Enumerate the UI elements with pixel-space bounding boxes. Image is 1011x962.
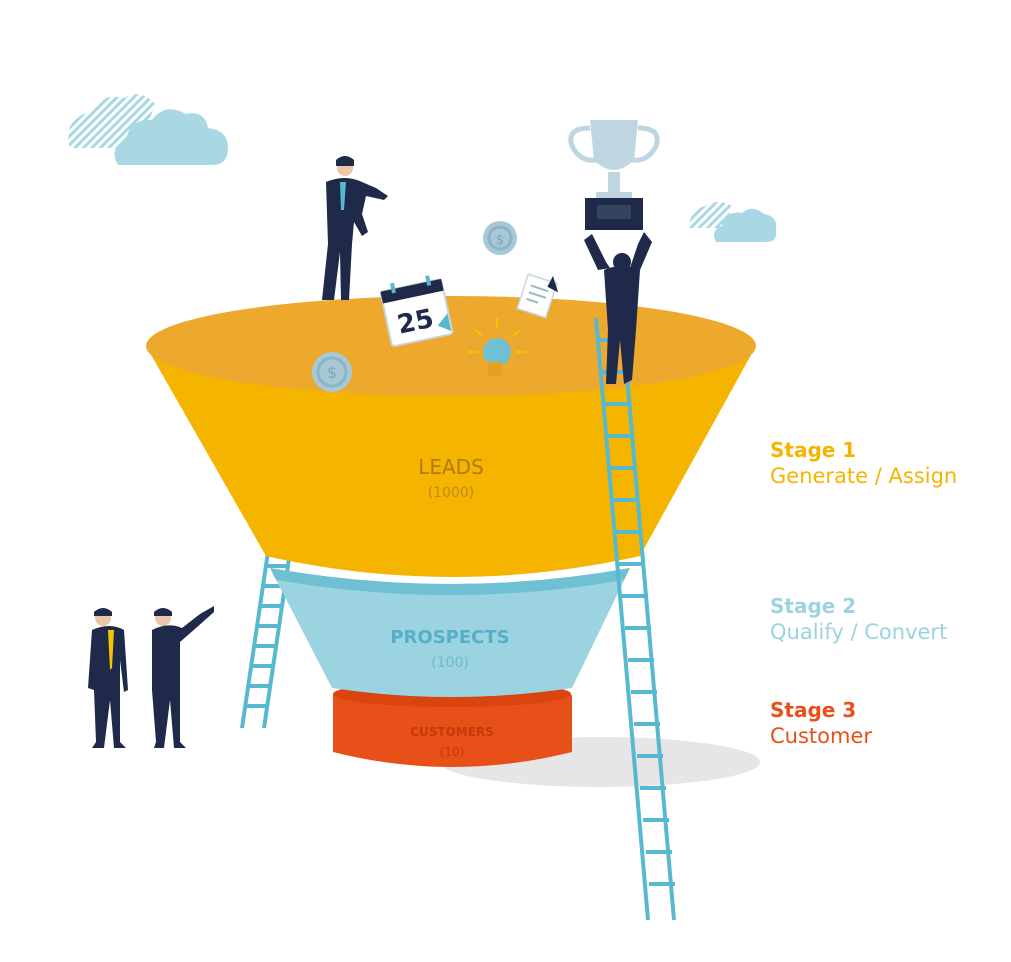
lightbulb-icon [468,318,526,376]
stage-1-title: Stage 1 [770,438,857,462]
stage-1-subtitle: Generate / Assign [770,464,958,488]
stage-2-title: Stage 2 [770,594,857,618]
stage-1-legend: Stage 1 Generate / Assign [770,438,957,489]
prospects-count: (100) [431,655,469,671]
calendar-icon: 25 [380,275,454,348]
businessman-icon [584,232,652,384]
customers-label: CUSTOMERS [410,725,494,739]
cloud-icon [68,94,228,165]
leads-count: (1000) [428,485,475,501]
coin-icon: $ [483,221,517,255]
stage-2-subtitle: Qualify / Convert [770,620,948,644]
svg-text:$: $ [496,233,504,248]
trophy-icon [568,120,660,230]
coin-icon: $ [312,352,352,392]
customers-count: (10) [440,745,465,759]
prospects-label: PROSPECTS [390,627,509,648]
stage-3-title: Stage 3 [770,698,857,722]
stage-2-legend: Stage 2 Qualify / Convert [770,594,947,645]
calendar-day: 25 [395,304,437,341]
ladder-icon [594,317,676,921]
businessman-icon [322,156,388,300]
funnel-tier-prospects: PROSPECTS (100) [270,568,630,697]
businessman-icon [152,606,214,748]
svg-text:$: $ [327,363,337,382]
funnel-tier-leads: LEADS (1000) [146,296,756,577]
ladder-icon [240,551,292,729]
stage-3-subtitle: Customer [770,724,873,748]
document-icon [516,273,559,319]
stage-3-legend: Stage 3 Customer [770,698,872,749]
businessman-icon [88,608,128,748]
cloud-icon [689,202,777,242]
leads-label: LEADS [418,455,484,479]
